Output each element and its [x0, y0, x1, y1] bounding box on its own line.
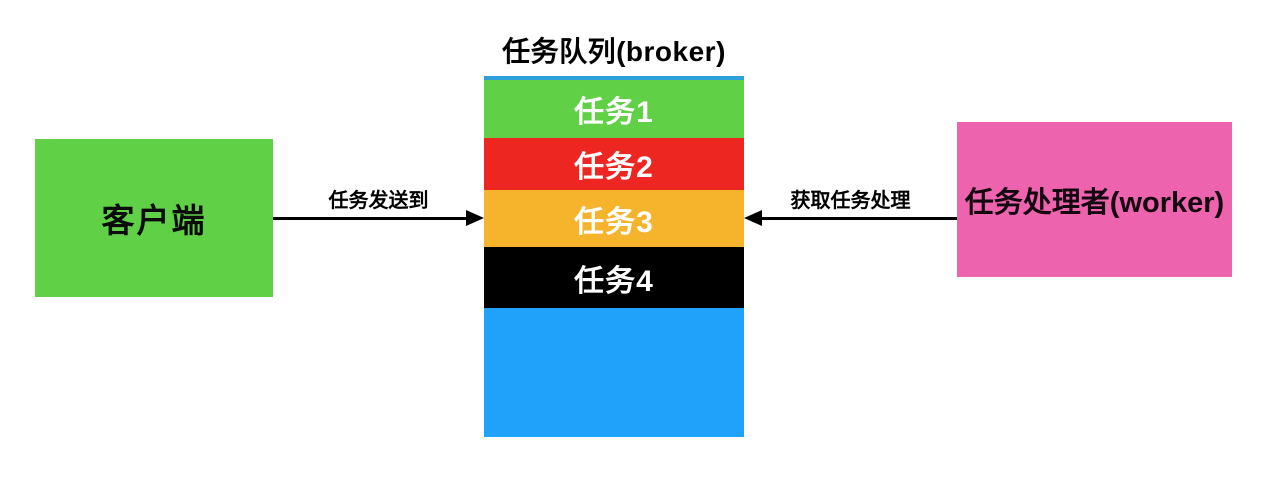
client-label: 客户端 [101, 202, 207, 239]
task-row-3-label: 任务3 [574, 205, 654, 239]
worker-label: 任务处理者(worker) [964, 186, 1225, 219]
fetch-arrow: 获取任务处理 [744, 184, 957, 226]
send-arrow-line [273, 217, 471, 220]
send-arrow-label: 任务发送到 [328, 190, 429, 212]
worker-box: 任务处理者(worker) [957, 122, 1232, 277]
queue-empty-area [484, 308, 744, 437]
task-row-2: 任务2 [484, 138, 744, 190]
send-arrow: 任务发送到 [273, 184, 484, 226]
task-row-1: 任务1 [484, 80, 744, 138]
arrowhead-right-icon [466, 210, 484, 226]
queue-title: 任务队列(broker) [502, 36, 726, 67]
queue-top-strip [484, 76, 744, 80]
arrowhead-left-icon [744, 210, 762, 226]
task-row-3: 任务3 [484, 190, 744, 247]
task-row-2-label: 任务2 [574, 151, 654, 184]
task-row-4-label: 任务4 [574, 264, 654, 298]
task-row-4: 任务4 [484, 247, 744, 308]
client-box: 客户端 [35, 139, 273, 297]
fetch-arrow-line [757, 217, 957, 220]
task-queue: 任务1 任务2 任务3 任务4 [484, 76, 744, 437]
fetch-arrow-label: 获取任务处理 [790, 190, 911, 212]
task-row-1-label: 任务1 [574, 96, 654, 129]
